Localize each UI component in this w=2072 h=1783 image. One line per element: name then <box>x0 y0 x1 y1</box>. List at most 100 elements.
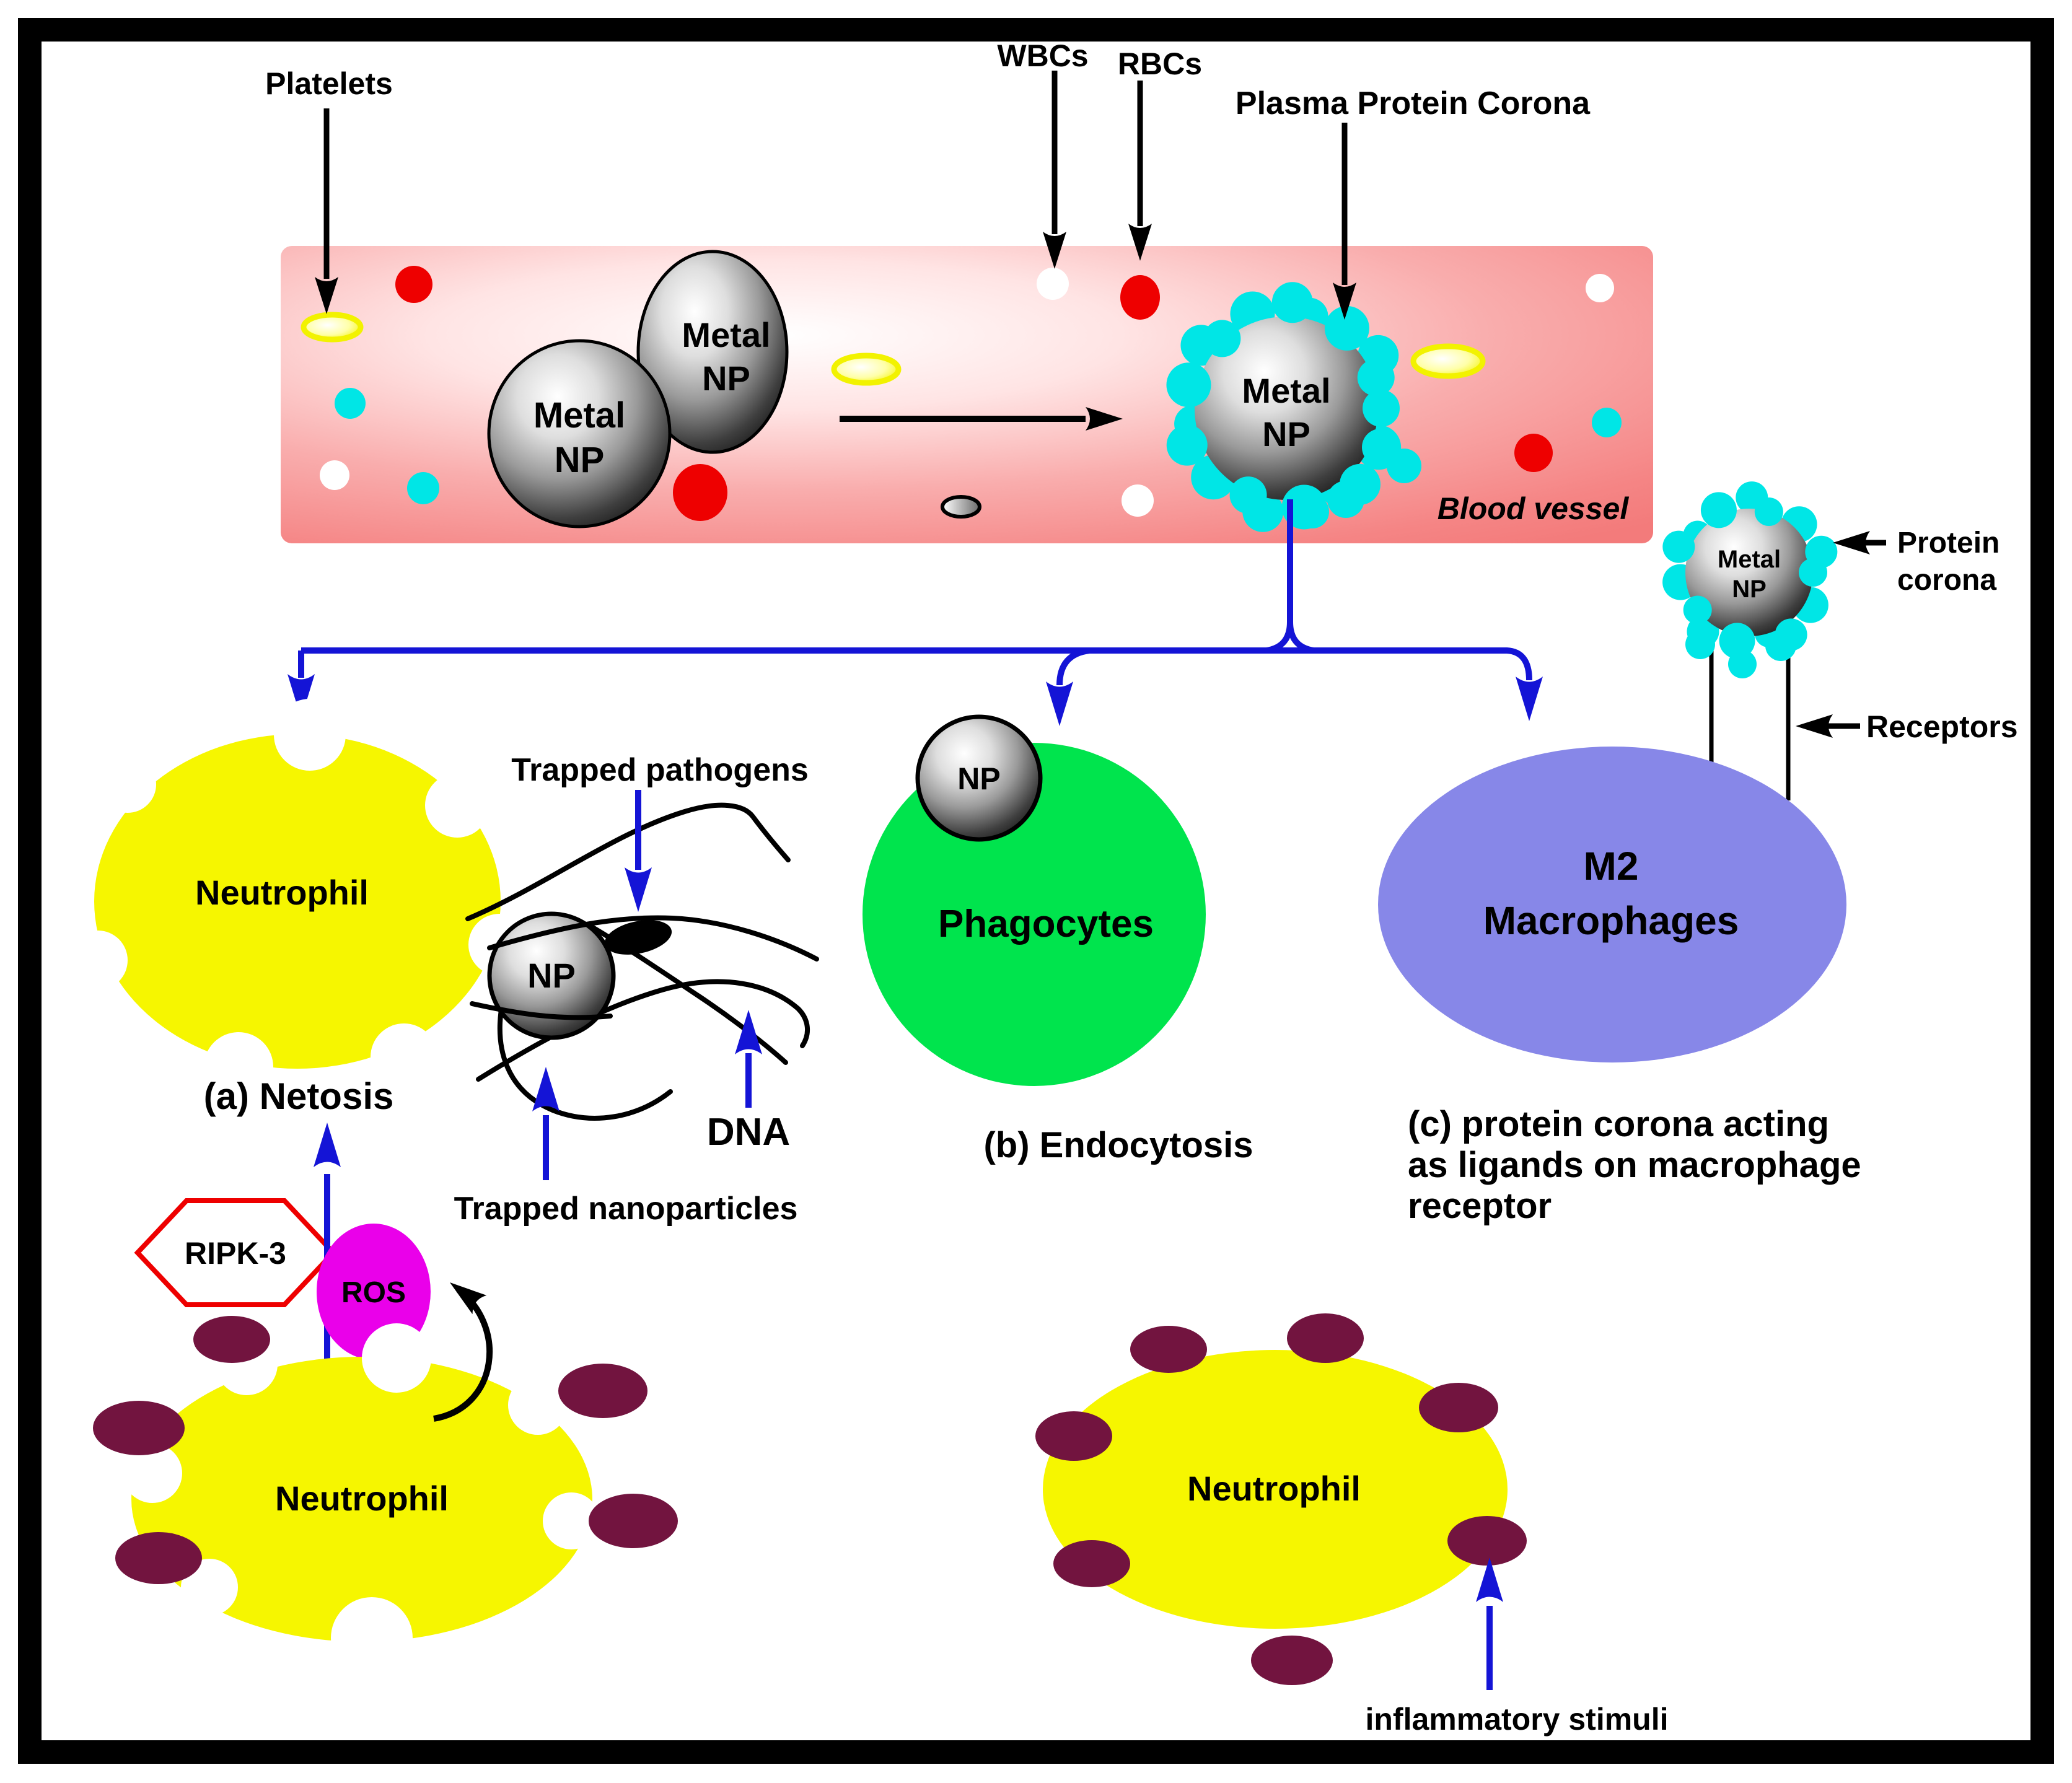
corona-dot <box>1271 282 1313 323</box>
trapped-pathogens-arrow <box>625 867 652 912</box>
inflammatory-stimuli-label: inflammatory stimuli <box>1366 1702 1669 1737</box>
netosis-section: Neutrophil NP Trapped pathogens DNA Trap… <box>68 699 819 1679</box>
inflammatory-arrow <box>1476 1557 1503 1602</box>
rbc <box>1514 434 1553 472</box>
corona-dot <box>1700 492 1737 528</box>
c-title: receptor <box>1408 1186 1552 1226</box>
receptors-label: Receptors <box>1866 709 2018 744</box>
trapped-nanoparticles-label: Trapped nanoparticles <box>454 1191 798 1227</box>
metal-np-corona-core <box>1195 317 1378 500</box>
corona-dot <box>1327 481 1364 518</box>
platelets-arrow <box>315 277 338 314</box>
plasma-protein-corona-label: Plasma Protein Corona <box>1236 85 1591 121</box>
corona-dot <box>1324 305 1369 351</box>
metal-np-corona: Metal NP <box>1166 282 1421 532</box>
metal-np-front-label: NP <box>555 440 605 480</box>
corona-dot <box>1387 449 1421 483</box>
blood-vessel-label: Blood vessel <box>1438 491 1630 526</box>
neutrophil-notches <box>123 1323 600 1679</box>
neutrophil-notches <box>68 699 530 1102</box>
ros-feedback-arrowhead <box>450 1282 487 1315</box>
rbc <box>1120 275 1160 320</box>
corona-dot <box>1363 390 1400 427</box>
platelet-side-view <box>941 495 981 519</box>
trapped-pathogen <box>604 920 672 955</box>
corona-receptor-group: Metal NP Protein corona Receptors <box>1662 481 2018 800</box>
corona-dot <box>1805 535 1838 568</box>
branch-arrow-netosis <box>288 674 315 719</box>
corona-dot <box>1166 362 1211 408</box>
metal-np-back-label: Metal <box>682 315 770 354</box>
rbc <box>673 464 727 521</box>
protein-corona-callout: corona <box>1897 564 1996 597</box>
neutrophil-cell <box>1043 1350 1508 1629</box>
receptors-arrow <box>1796 714 1833 738</box>
neutrophil-label: Neutrophil <box>195 873 369 912</box>
outer-frame <box>18 18 2054 1764</box>
dna-net: NP <box>465 802 819 1121</box>
metal-np-back <box>636 250 789 454</box>
corona-dot <box>1166 424 1208 466</box>
neutrophil-label: Neutrophil <box>275 1479 449 1518</box>
ros-label: ROS <box>341 1276 406 1309</box>
top-labels: Platelets WBCs RBCs Plasma Protein Coron… <box>265 38 1591 320</box>
rbc <box>395 266 432 303</box>
metal-np-corona-label: Metal <box>1242 371 1330 410</box>
netosis-arrow <box>314 1123 341 1167</box>
branch-arrow-endocytosis <box>1046 681 1073 726</box>
m2-label: M2 <box>1584 844 1639 888</box>
dna-arrow <box>735 1010 762 1054</box>
platelet <box>831 353 902 386</box>
blood-vessel: Blood vessel Metal NP Metal NP <box>281 246 1653 543</box>
trapped-np <box>487 911 616 1040</box>
protein-corona-arrow <box>1833 531 1870 554</box>
platelet <box>301 312 364 343</box>
cyan-cell <box>407 472 439 504</box>
trapped-np-label: NP <box>527 956 576 995</box>
neutrophil-cell <box>94 734 501 1069</box>
rbcs-label: RBCs <box>1118 46 1202 81</box>
trapped-nanoparticles-arrow <box>532 1067 560 1111</box>
platelets-label: Platelets <box>265 66 393 101</box>
ripk3-label: RIPK-3 <box>185 1236 286 1271</box>
m2-label: Macrophages <box>1483 898 1739 943</box>
neutrophil-cell <box>131 1357 592 1642</box>
rbcs-arrow <box>1128 224 1152 261</box>
dna-label: DNA <box>707 1111 790 1154</box>
flow-arrow <box>840 407 1123 431</box>
granules <box>1035 1313 1527 1685</box>
platelet <box>1410 343 1486 379</box>
corona-dot <box>1683 595 1712 624</box>
corona-dot <box>1229 476 1267 514</box>
wbc <box>1037 268 1069 300</box>
protein-corona-dots-small <box>1662 492 1838 678</box>
corona-dot <box>1728 650 1757 678</box>
corona-dot <box>1765 630 1796 661</box>
trapped-pathogens-label: Trapped pathogens <box>511 752 809 788</box>
metal-np-small <box>1685 509 1813 636</box>
protein-corona-callout: Protein <box>1897 527 2000 559</box>
np-on-phagocyte-label: NP <box>957 761 1000 796</box>
metal-np-front-label: Metal <box>533 395 625 436</box>
netosis-title: (a) Netosis <box>204 1075 394 1117</box>
plasma-arrow <box>1333 283 1356 320</box>
branch-arrow-macrophage <box>1516 677 1543 721</box>
cyan-cell <box>335 388 366 419</box>
corona-dot <box>1296 495 1329 528</box>
cyan-cell <box>1592 408 1622 437</box>
endocytosis-section: NP Phagocytes (b) Endocytosis <box>863 714 1253 1165</box>
metal-np-small-label: Metal <box>1718 546 1781 573</box>
np-on-phagocyte <box>915 714 1043 842</box>
phagocytes-label: Phagocytes <box>938 903 1154 945</box>
vessel-cells <box>301 266 1622 521</box>
wbc <box>320 460 349 490</box>
metal-np-back-label: NP <box>702 359 750 398</box>
c-title: (c) protein corona acting <box>1408 1104 1829 1144</box>
ros-feedback-arc <box>433 1287 493 1422</box>
metal-np-front <box>487 339 672 528</box>
metal-np-pair: Metal NP Metal NP <box>487 250 789 528</box>
corona-dot <box>1357 359 1395 396</box>
wbc <box>1122 484 1154 517</box>
